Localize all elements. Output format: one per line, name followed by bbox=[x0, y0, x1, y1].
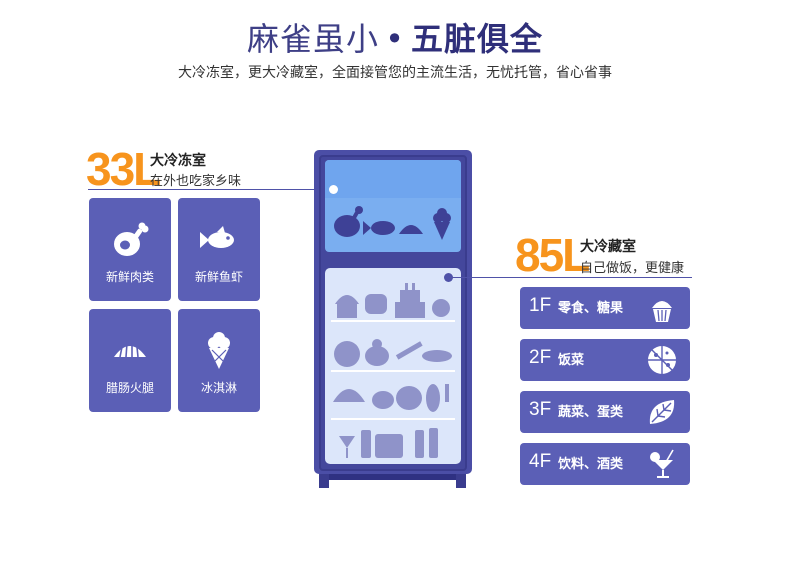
tile-label: 腊肠火腿 bbox=[105, 381, 154, 395]
title-dot: • bbox=[385, 20, 405, 58]
fridge-pointer-line bbox=[450, 277, 692, 278]
fridge-foot-left bbox=[319, 474, 329, 488]
tile-label: 新鲜鱼虾 bbox=[194, 270, 243, 284]
freezer-name: 大冷冻室 bbox=[150, 153, 206, 169]
tile-fresh-fish: 新鲜鱼虾 bbox=[178, 198, 260, 301]
title-light: 麻雀虽小 bbox=[247, 20, 380, 58]
shelf-4f: 4F 饮料、酒类 bbox=[520, 443, 690, 485]
fridge-name: 大冷藏室 bbox=[580, 239, 636, 255]
page-title: 麻雀虽小•五脏俱全 bbox=[0, 14, 790, 60]
shelf-label: 零食、糖果 bbox=[558, 301, 624, 316]
ice-cream-icon bbox=[178, 329, 260, 373]
fridge-food-icons bbox=[333, 283, 452, 458]
pizza-icon bbox=[648, 346, 676, 374]
ham-icon bbox=[89, 218, 171, 262]
freezer-pointer-line bbox=[88, 189, 332, 190]
fridge-base bbox=[329, 474, 456, 480]
shelf-floor: 3F bbox=[529, 399, 552, 420]
shelf-1f: 1F 零食、糖果 bbox=[520, 287, 690, 329]
tile-ice-cream: 冰淇淋 bbox=[178, 309, 260, 412]
fish-icon bbox=[178, 218, 260, 262]
tile-sausage: 腊肠火腿 bbox=[89, 309, 171, 412]
shelf-label: 蔬菜、蛋类 bbox=[558, 405, 624, 420]
shelf-floor: 2F bbox=[529, 347, 552, 368]
freezer-compartment bbox=[325, 160, 461, 252]
shelf-2f: 2F 饭菜 bbox=[520, 339, 690, 381]
shelf-divider bbox=[331, 320, 455, 322]
fridge-pointer-dot bbox=[444, 273, 453, 282]
sausage-icon bbox=[89, 329, 171, 373]
leaf-icon bbox=[649, 400, 675, 424]
shelf-divider bbox=[331, 370, 455, 372]
title-bold: 五脏俱全 bbox=[410, 20, 543, 58]
tile-label: 新鲜肉类 bbox=[105, 270, 154, 284]
freezer-capacity: 33L bbox=[86, 143, 161, 195]
freezer-glass-strip bbox=[325, 160, 461, 198]
freezer-desc: 在外也吃家乡味 bbox=[150, 174, 242, 189]
shelf-floor: 4F bbox=[529, 451, 552, 472]
cupcake-icon bbox=[652, 301, 672, 322]
page-subtitle: 大冷冻室，更大冷藏室，全面接管您的主流生活，无忧托管，省心省事 bbox=[178, 65, 612, 81]
cocktail-icon bbox=[650, 449, 674, 478]
fridge-foot-right bbox=[456, 474, 466, 488]
fridge-compartment bbox=[325, 268, 461, 464]
shelf-label: 饮料、酒类 bbox=[558, 457, 624, 472]
shelf-divider bbox=[331, 418, 455, 420]
tile-fresh-meat: 新鲜肉类 bbox=[89, 198, 171, 301]
shelf-3f: 3F 蔬菜、蛋类 bbox=[520, 391, 690, 433]
shelf-label: 饭菜 bbox=[558, 353, 585, 368]
shelf-floor: 1F bbox=[529, 295, 552, 316]
freezer-pointer-dot bbox=[329, 185, 338, 194]
fridge-capacity: 85L bbox=[515, 229, 590, 281]
tile-label: 冰淇淋 bbox=[200, 381, 237, 395]
fridge-desc: 自己做饭，更健康 bbox=[580, 261, 685, 276]
freezer-food-icons bbox=[334, 206, 451, 240]
